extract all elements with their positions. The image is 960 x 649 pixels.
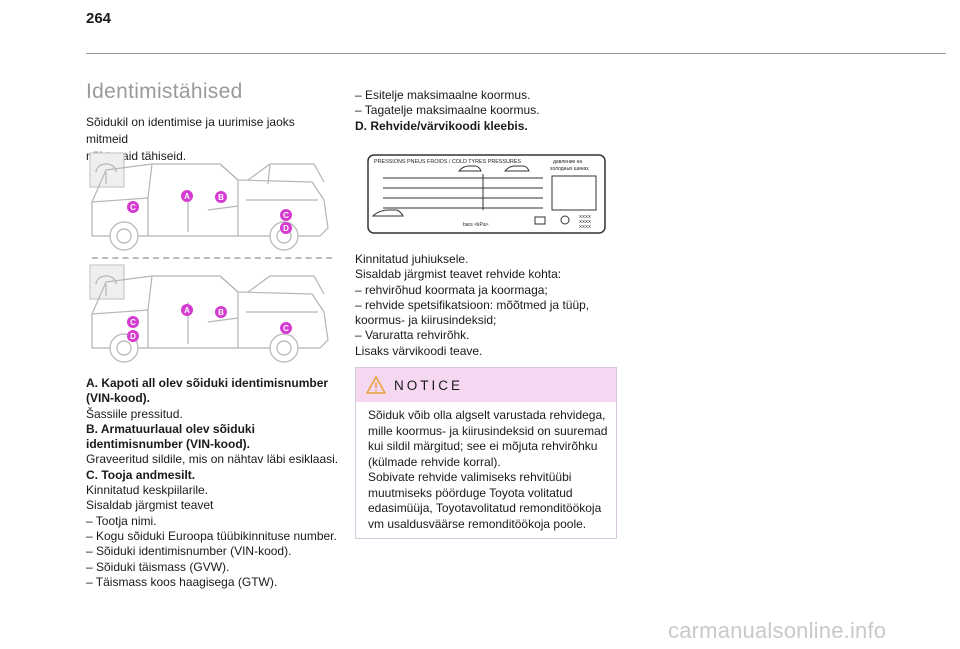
list-item: – Tagatelje maksimaalne koormus. [355, 103, 540, 118]
list-item: – Sõiduki identimisnumber (VIN-kood). [86, 544, 292, 559]
figure-divider [92, 257, 332, 259]
label-units-text: bars <kPa> [463, 222, 489, 228]
item-b-desc: Graveeritud sildile, mis on nähtav läbi … [86, 452, 339, 467]
label-code-text: XXXX [579, 214, 591, 219]
notice-line: mille koormus- ja kiirusindeksid on suur… [368, 423, 608, 438]
marker-label: C [283, 324, 289, 333]
watermark: carmanualsonline.info [668, 618, 887, 643]
notice-line: edasimüüja, Toyotavolitatud remonditööko… [368, 501, 602, 515]
notice-line: (külmade rehvide korral). [368, 454, 501, 469]
notice-line: muutmiseks pöörduge Toyota volitatud [368, 485, 573, 500]
item-b-title: B. Armatuurlaual olev sõiduki [86, 421, 255, 436]
label-header-text: PRESSIONS PNEUS FROIDS / COLD TYRES PRES… [374, 159, 521, 165]
marker-d: D [280, 222, 292, 234]
list-item: – Varuratta rehvirõhk. [355, 328, 470, 343]
marker-a: A [181, 190, 193, 202]
warning-triangle-icon [366, 376, 386, 394]
list-item: – Sõiduki täismass (GVW). [86, 559, 230, 574]
notice-body: Sõiduk võib olla algselt varustada rehvi… [356, 402, 616, 532]
desc-line: Kinnitatud juhiuksele. [355, 252, 469, 266]
marker-label: D [130, 332, 136, 341]
marker-label: C [130, 318, 136, 327]
vehicle-illustration-alternate: A B C C D [89, 264, 329, 363]
notice-box: NOTICE Sõiduk võib olla algselt varustad… [355, 367, 617, 539]
page-title: Identimistähised [86, 80, 243, 103]
identification-list: A. Kapoti all olev sõiduki identimisnumb… [86, 376, 342, 590]
notice-title: NOTICE [394, 377, 464, 393]
marker-a: A [181, 304, 193, 316]
tyre-pressure-label-illustration: PRESSIONS PNEUS FROIDS / COLD TYRES PRES… [367, 154, 606, 234]
item-a-title: (VIN-kood). [86, 391, 150, 406]
list-item: – rehvide spetsifikatsioon: mõõtmed ja t… [355, 297, 590, 312]
list-item: – Täismass koos haagisega (GTW). [86, 574, 278, 589]
desc-line: Lisaks värvikoodi teave. [355, 343, 483, 358]
marker-label: B [218, 193, 224, 202]
vehicle-illustration-standard: A B C C D [89, 152, 329, 251]
label-cyrillic-text: давление на [553, 159, 582, 165]
notice-line: kui sildil märgitud; see ei mõjuta rehvi… [368, 439, 598, 453]
tyre-label-description: Kinnitatud juhiuksele. Sisaldab järgmist… [355, 252, 615, 359]
marker-b: B [215, 306, 227, 318]
list-item: – Kogu sõiduki Euroopa tüübikinnituse nu… [86, 528, 337, 543]
desc-line: Sisaldab järgmist teavet rehvide kohta: [355, 267, 562, 282]
marker-label: C [130, 203, 136, 212]
item-a-title: A. Kapoti all olev sõiduki identimisnumb… [86, 376, 329, 390]
page-number: 264 [86, 10, 112, 27]
item-a-desc: Šassiile pressitud. [86, 406, 183, 421]
intro-line: Sõidukil on identimise ja uurimise jaoks… [86, 115, 295, 146]
marker-b: B [215, 191, 227, 203]
label-cyrillic-text: холодных шинах [550, 166, 589, 172]
axle-load-list: – Esitelje maksimaalne koormus. – Tagate… [355, 88, 615, 134]
label-code-text: XXXX [579, 219, 591, 224]
notice-line: Sobivate rehvide valimiseks rehvitüübi [368, 470, 572, 484]
item-c-desc: Sisaldab järgmist teavet [86, 498, 214, 513]
marker-c: C [280, 322, 292, 334]
marker-label: A [184, 192, 190, 201]
desc-line: koormus- ja kiirusindeksid; [355, 313, 497, 328]
marker-d: D [127, 330, 139, 342]
notice-header: NOTICE [356, 368, 616, 402]
item-c-desc: Kinnitatud keskpiilarile. [86, 483, 209, 498]
header-divider [86, 53, 946, 54]
item-c-title: C. Tooja andmesilt. [86, 467, 196, 482]
list-item: – Esitelje maksimaalne koormus. [355, 88, 531, 102]
notice-line: Sõiduk võib olla algselt varustada rehvi… [368, 408, 606, 422]
marker-c: C [127, 201, 139, 213]
list-item: – Tootja nimi. [86, 513, 157, 528]
label-code-text: XXXX [579, 224, 591, 229]
marker-label: C [283, 211, 289, 220]
marker-c: C [127, 316, 139, 328]
list-item: – rehvirõhud koormata ja koormaga; [355, 282, 548, 297]
marker-label: D [283, 224, 289, 233]
marker-label: A [184, 306, 190, 315]
notice-line: vm usaldusväärse remonditöökoja poole. [368, 516, 587, 531]
marker-label: B [218, 308, 224, 317]
marker-c: C [280, 209, 292, 221]
item-b-title: identimisnumber (VIN-kood). [86, 437, 251, 452]
item-d-title: D. Rehvide/värvikoodi kleebis. [355, 118, 528, 133]
